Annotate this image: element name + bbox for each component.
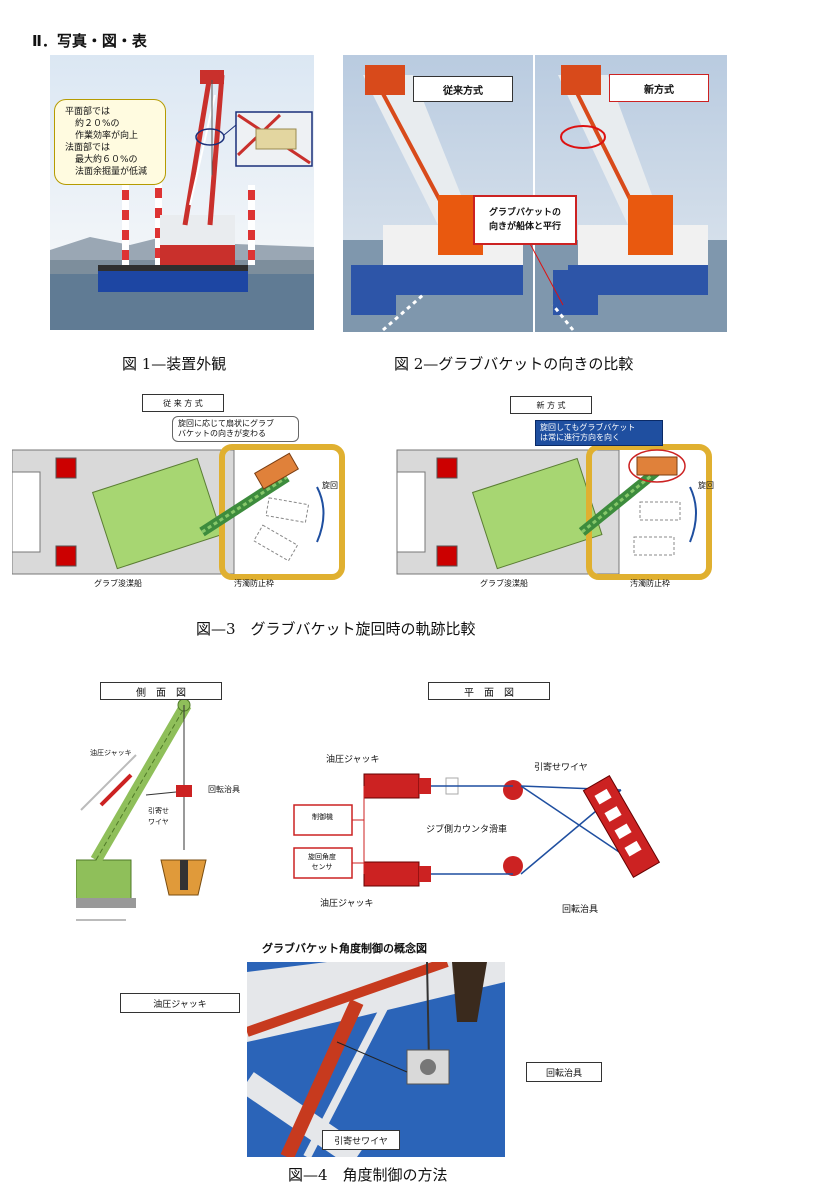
fig3-left-note: 旋回に応じて扇状にグラブ バケットの向きが変わる (172, 416, 299, 442)
fig3-right-title: 新 方 式 (510, 396, 592, 414)
fig4-concept-title: グラブバケット角度制御の概念図 (262, 942, 427, 955)
fig1-caption: 図 1—装置外観 (122, 355, 227, 373)
fig3-right-note-line: 旋回してもグラブバケット (540, 423, 636, 432)
fig3-right-note: 旋回してもグラブバケット は常に進行方向を向く (535, 420, 663, 446)
fig3-left-rotation-label: 旋回 (322, 481, 338, 490)
fig4-plan-title: 平 面 図 (428, 682, 550, 700)
fig4-caption: 図—4 角度制御の方法 (288, 1166, 448, 1184)
fig4-wire-label: 引寄せワイヤ (534, 763, 588, 773)
fig4-side-title: 側 面 図 (100, 682, 222, 700)
section-heading: Ⅱ．写真・図・表 (32, 32, 147, 50)
fig4-side-jack-label: 油圧ジャッキ (90, 749, 132, 757)
fig3-right-panel (396, 444, 712, 580)
fig1-note-line: 法面余掘量が低減 (75, 167, 148, 177)
fig4-plan-rotary-label: 回転治具 (562, 905, 599, 915)
fig1-photo: 平面部では 約２０%の 作業効率が向上 法面部では 最大約６０%の 法面余掘量が… (50, 55, 314, 330)
fig2-photo: 従来方式 新方式 グラブバケットの 向きが船体と平行 (343, 55, 727, 332)
fig4-concept-diagram: 側 面 図 平 面 図 油圧ジャッキ 回転治具 引寄せ ワイヤ 油圧ジャッキ 油… (75, 660, 661, 960)
fig4-photo (247, 962, 505, 1157)
fig4-photo-wire-label: 引寄せワイヤ (322, 1130, 400, 1150)
fig1-note-line: 作業効率が向上 (75, 131, 139, 141)
fig2-label-old: 従来方式 (413, 76, 513, 102)
fig2-callout-line: 向きが船体と平行 (488, 222, 561, 232)
fig3-right-note-line: は常に進行方向を向く (540, 433, 620, 442)
fig1-note-line: 平面部では (65, 107, 111, 117)
fig4-sensor-line: センサ (311, 863, 333, 871)
fig3-left-note-line: 旋回に応じて扇状にグラブ (178, 419, 274, 428)
fig2-label-new: 新方式 (609, 74, 709, 102)
fig1-note-line: 約２０%の (75, 119, 120, 129)
fig4-side-rotary-label: 回転治具 (208, 785, 240, 794)
fig4-photo-jack-label: 油圧ジャッキ (120, 993, 240, 1013)
fig4-plan-jack-label-bottom: 油圧ジャッキ (320, 899, 374, 909)
fig4-side-wire-line: 引寄せ (148, 807, 169, 815)
fig3-left-frame-label: 汚濁防止枠 (234, 579, 274, 588)
fig1-crane-illustration (50, 55, 314, 330)
fig4-sensor-label: 旋回角度 センサ (308, 852, 336, 872)
fig3-left-note-line: バケットの向きが変わる (178, 429, 266, 438)
fig4-rotary-jig-photo (247, 962, 505, 1157)
fig2-caption: 図 2—グラブバケットの向きの比較 (394, 355, 634, 373)
fig4-sensor-line: 旋回角度 (308, 853, 336, 861)
fig3-left-ship-label: グラブ浚渫船 (94, 579, 142, 588)
fig4-photo-rotary-label: 回転治具 (526, 1062, 602, 1082)
fig3-left-panel (11, 444, 345, 580)
fig2-callout-line: グラブバケットの (488, 208, 561, 218)
fig3-right-frame-label: 汚濁防止枠 (630, 579, 670, 588)
fig4-side-wire-line: ワイヤ (148, 818, 169, 826)
fig3-diagram: 従 来 方 式 新 方 式 旋回に応じて扇状にグラブ バケットの向きが変わる 旋… (11, 392, 722, 602)
fig2-callout: グラブバケットの 向きが船体と平行 (473, 195, 577, 245)
fig4-controller-label: 制御機 (312, 813, 333, 821)
fig3-trajectory-diagram (11, 444, 712, 580)
fig1-note-line: 法面部では (65, 143, 111, 153)
fig4-pulley-label: ジブ側カウンタ滑車 (426, 825, 508, 835)
fig1-note-line: 最大約６０%の (75, 155, 138, 165)
fig4-concept-svg (75, 698, 661, 921)
fig4-side-wire-label: 引寄せ ワイヤ (148, 806, 169, 828)
fig1-note: 平面部では 約２０%の 作業効率が向上 法面部では 最大約６０%の 法面余掘量が… (54, 99, 166, 185)
fig3-left-title: 従 来 方 式 (142, 394, 224, 412)
fig4-plan-jack-label-top: 油圧ジャッキ (326, 755, 380, 765)
fig3-right-rotation-label: 旋回 (698, 481, 714, 490)
fig3-right-ship-label: グラブ浚渫船 (480, 579, 528, 588)
fig3-caption: 図—3 グラブバケット旋回時の軌跡比較 (196, 620, 476, 638)
